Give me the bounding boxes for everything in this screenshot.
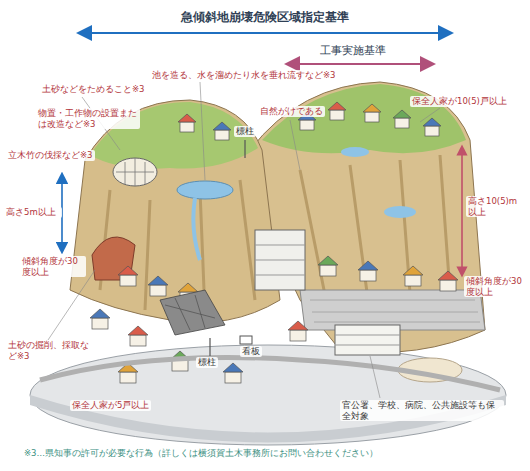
footnote: ※3…県知事の許可が必要な行為（詳しくは横須賀土木事務所にお問い合わせください） — [22, 448, 380, 459]
condition-note: 自然がけである — [258, 106, 325, 117]
range-label: 工事実施基準 — [318, 44, 388, 57]
activity-note: 物置・工作物の設置または改造など※3 — [36, 108, 140, 129]
activity-note: 土砂の掘削、採取など※3 — [6, 340, 92, 361]
post-label: 標柱 — [234, 126, 256, 137]
activity-note: 池を造る、水を溜めたり水を垂れ流すなど※3 — [150, 70, 338, 81]
condition-note: 傾斜角度が30度以上 — [20, 256, 86, 277]
condition-note: 保全人家が10(5)戸以上 — [410, 96, 509, 107]
condition-note: 保全人家が5戸以上 — [70, 400, 151, 411]
activity-note: 立木竹の伐採など※3 — [6, 150, 95, 161]
condition-note: 傾斜角度が30度以上 — [464, 276, 526, 297]
sign-label: 看板 — [240, 346, 262, 357]
dimension-label: 高さ10(5)m以上 — [466, 196, 526, 217]
post-label: 標柱 — [196, 357, 218, 368]
dimension-label: 高さ5m以上 — [4, 207, 62, 218]
activity-note: 土砂などをためること※3 — [40, 84, 147, 95]
condition-note: 官公署、学校、病院、公共施設等も保全対象 — [340, 400, 504, 421]
title: 急傾斜地崩壊危険区域指定基準 — [179, 10, 351, 25]
